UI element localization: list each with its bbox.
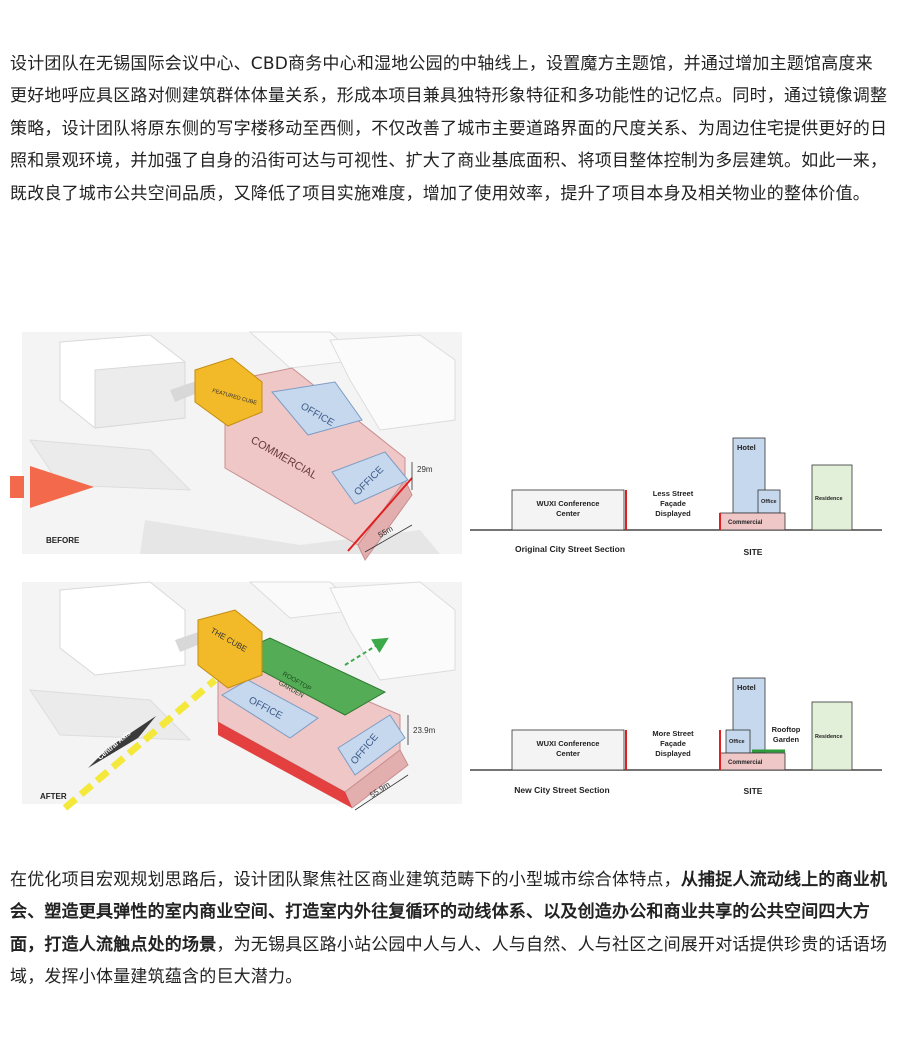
after-office-b — [337, 714, 406, 776]
after-context-tower-2 — [329, 581, 456, 681]
original-facade-label-3: Displayed — [655, 509, 691, 518]
original-facade-label-2: Façade — [660, 499, 686, 508]
original-hotel-label: Hotel — [737, 443, 756, 452]
original-facade-label-1: Less Street — [653, 489, 694, 498]
after-massing-view: THE CUBE ROOFTOP GARDEN OFFICE OFFICE Ce… — [22, 581, 462, 811]
strategy-paragraph-outro: ，为无锡具区路小站公园中人与人、人与自然、人与社区之间展开对话提供珍贵的话语场域… — [10, 934, 888, 988]
before-length-dim — [364, 524, 413, 553]
before-height-label: 29m — [417, 465, 433, 474]
before-office-a — [271, 381, 363, 436]
before-label: BEFORE — [46, 536, 80, 545]
original-office-label: Office — [761, 499, 777, 505]
new-hotel-label: Hotel — [737, 683, 756, 692]
red-arrow-tail — [10, 476, 24, 498]
after-cube — [197, 609, 263, 689]
central-axis-tag — [88, 716, 156, 768]
strategy-paragraph-intro: 在优化项目宏观规划思路后，设计团队聚焦社区商业建筑范畴下的小型城市综合体特点， — [10, 870, 681, 890]
before-massing-view: FEATURED CUBE OFFICE COMMERCIAL OFFICE 2… — [22, 331, 462, 561]
central-axis-line — [62, 677, 218, 811]
new-conference-block — [511, 729, 625, 771]
original-site-label: SITE — [744, 547, 763, 557]
new-rooftop-label-2: Garden — [773, 735, 800, 744]
before-context-tower-2 — [329, 334, 456, 431]
after-length-dim — [354, 774, 409, 811]
red-arrow-icon — [30, 466, 94, 508]
design-diagram: FEATURED CUBE OFFICE COMMERCIAL OFFICE 2… — [0, 320, 900, 820]
new-facade-label-1: More Street — [652, 729, 694, 738]
new-conference-label-2: Center — [556, 749, 580, 758]
before-featured-cube — [194, 357, 263, 427]
original-residence-label: Residence — [815, 496, 843, 502]
before-office-b — [331, 451, 409, 505]
new-conference-label-1: WUXI Conference — [537, 739, 600, 748]
original-section-caption: Original City Street Section — [515, 544, 625, 554]
new-commercial-label: Commercial — [728, 760, 763, 766]
before-commercial-side — [357, 479, 413, 561]
new-facade-label-3: Displayed — [655, 749, 691, 758]
green-arrow-icon — [344, 637, 389, 666]
after-label: AFTER — [40, 792, 67, 801]
original-commercial-label: Commercial — [728, 520, 763, 526]
new-residence-label: Residence — [815, 734, 843, 740]
after-height-label: 23.9m — [413, 726, 436, 735]
original-conference-block — [511, 489, 625, 531]
new-rooftop-label-1: Rooftop — [772, 725, 801, 734]
strategy-paragraph: 在优化项目宏观规划思路后，设计团队聚焦社区商业建筑范畴下的小型城市综合体特点，从… — [10, 864, 890, 994]
after-office-a — [221, 679, 319, 739]
after-context-building — [59, 581, 186, 676]
original-conference-label-1: WUXI Conference — [537, 499, 600, 508]
original-conference-label-2: Center — [556, 509, 580, 518]
new-section-caption: New City Street Section — [514, 785, 609, 795]
intro-paragraph: 设计团队在无锡国际会议中心、CBD商务中心和湿地公园的中轴线上，设置魔方主题馆，… — [10, 54, 888, 204]
strategy-paragraph-bold: 从捕捉人流动线上的商业机会、塑造更具弹性的室内商业空间、打造室内外往复循环的动线… — [10, 870, 888, 955]
new-residence-block — [811, 701, 853, 771]
new-street-section: WUXI Conference Center More Street Façad… — [470, 677, 882, 796]
new-facade-label-2: Façade — [660, 739, 686, 748]
before-context-building-side — [94, 361, 186, 429]
after-commercial-facade — [218, 722, 352, 808]
before-street-edge — [347, 477, 413, 552]
before-ground-plot — [29, 439, 192, 491]
original-residence-block — [811, 464, 853, 531]
new-office-label: Office — [729, 739, 745, 745]
after-ground-plot — [29, 689, 192, 741]
new-site-label: SITE — [744, 786, 763, 796]
original-street-section: WUXI Conference Center Less Street Façad… — [470, 437, 882, 557]
